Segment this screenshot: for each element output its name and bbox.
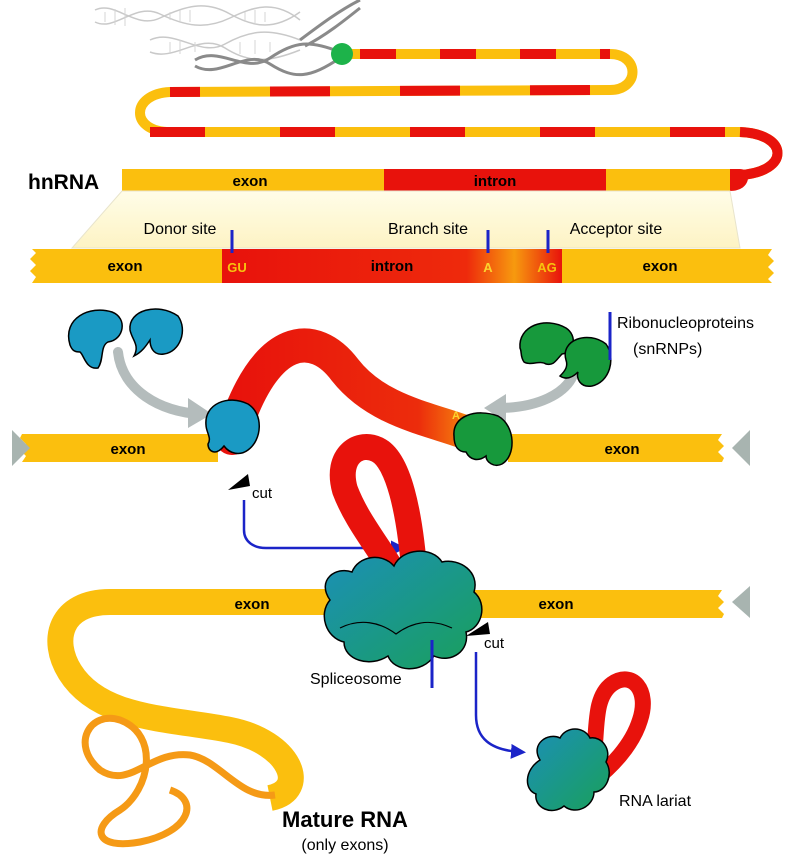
spliceosome-label: Spliceosome [310, 671, 402, 688]
stage3-exon-right-bar [470, 590, 724, 618]
triangle-right-icon [732, 430, 750, 466]
cut-marker-1-icon [228, 474, 250, 490]
branch-a-label: A [483, 260, 493, 275]
detail-intron-label: intron [371, 258, 414, 275]
intron-arch [215, 328, 497, 455]
lariat-loop [582, 671, 651, 788]
grey-arrow-left-head [188, 398, 212, 428]
snrnp-blue-bound [205, 399, 260, 455]
mature-rna-strand [47, 589, 340, 811]
mature-rna-label: Mature RNA [282, 807, 408, 832]
grey-arrow-right-head [484, 394, 506, 422]
snrnp-green-free-1 [519, 322, 574, 366]
hnrna-winding-strand [135, 49, 783, 180]
cut-label-1: cut [252, 485, 273, 502]
stage2-exon-left-label: exon [110, 441, 145, 458]
snrnp-blue-free-1 [67, 309, 123, 369]
site-markers [230, 230, 550, 253]
stage3-exon-left-label: exon [234, 596, 269, 613]
zoom-region [70, 190, 741, 249]
stage3-exon-right-label: exon [538, 596, 573, 613]
grey-arrow-left [113, 347, 205, 419]
stage2-strand [20, 434, 724, 462]
ribonucleoproteins-label: Ribonucleoproteins [617, 315, 754, 332]
mature-rna-folded [81, 714, 276, 848]
ag-label: AG [537, 260, 557, 275]
blue-arrow-to-spliceosome [242, 500, 406, 556]
gu-label: GU [227, 260, 247, 275]
cut-marker-2-icon [466, 622, 490, 636]
detail-strand [30, 249, 774, 283]
lariat-spliceosome [526, 728, 610, 812]
spliceosome [323, 550, 483, 670]
snrnp-green-free-2 [558, 336, 612, 387]
hnrna-exon-label: exon [232, 173, 267, 190]
rna-lariat-label: RNA lariat [619, 793, 692, 810]
dna-helix-dark [194, 0, 361, 77]
spliceosome-crease [339, 621, 453, 635]
detail-exon-left-label: exon [107, 258, 142, 275]
dna-helix-faint [94, 5, 301, 61]
strand-curve-red [739, 127, 783, 180]
only-exons-label: (only exons) [301, 837, 388, 854]
hnrna-intron-label: intron [474, 173, 517, 190]
cut-label-2: cut [484, 635, 505, 652]
triangle-right-2-icon [732, 586, 750, 618]
hnrna-label: hnRNA [28, 171, 99, 194]
acceptor-site-label: Acceptor site [570, 221, 663, 238]
blue-arrow-to-lariat [474, 652, 526, 759]
strand-segment-top [135, 49, 783, 180]
dna-helix-rungs [104, 8, 271, 54]
snrnps-label: (snRNPs) [633, 341, 702, 358]
snrnp-green-bound [453, 412, 513, 467]
hnrna-bar [122, 169, 749, 191]
intron-loop [329, 434, 428, 603]
rna-polymerase [331, 43, 353, 65]
arch-branch-a-label: A [452, 410, 460, 422]
triangle-left-icon [12, 430, 30, 466]
detail-exon-right-label: exon [642, 258, 677, 275]
donor-site-label: Donor site [144, 221, 217, 238]
snrnp-blue-free-2 [129, 308, 184, 358]
dna-helix-group [94, 0, 361, 77]
branch-site-label: Branch site [388, 221, 468, 238]
stage2-exon-right-label: exon [604, 441, 639, 458]
